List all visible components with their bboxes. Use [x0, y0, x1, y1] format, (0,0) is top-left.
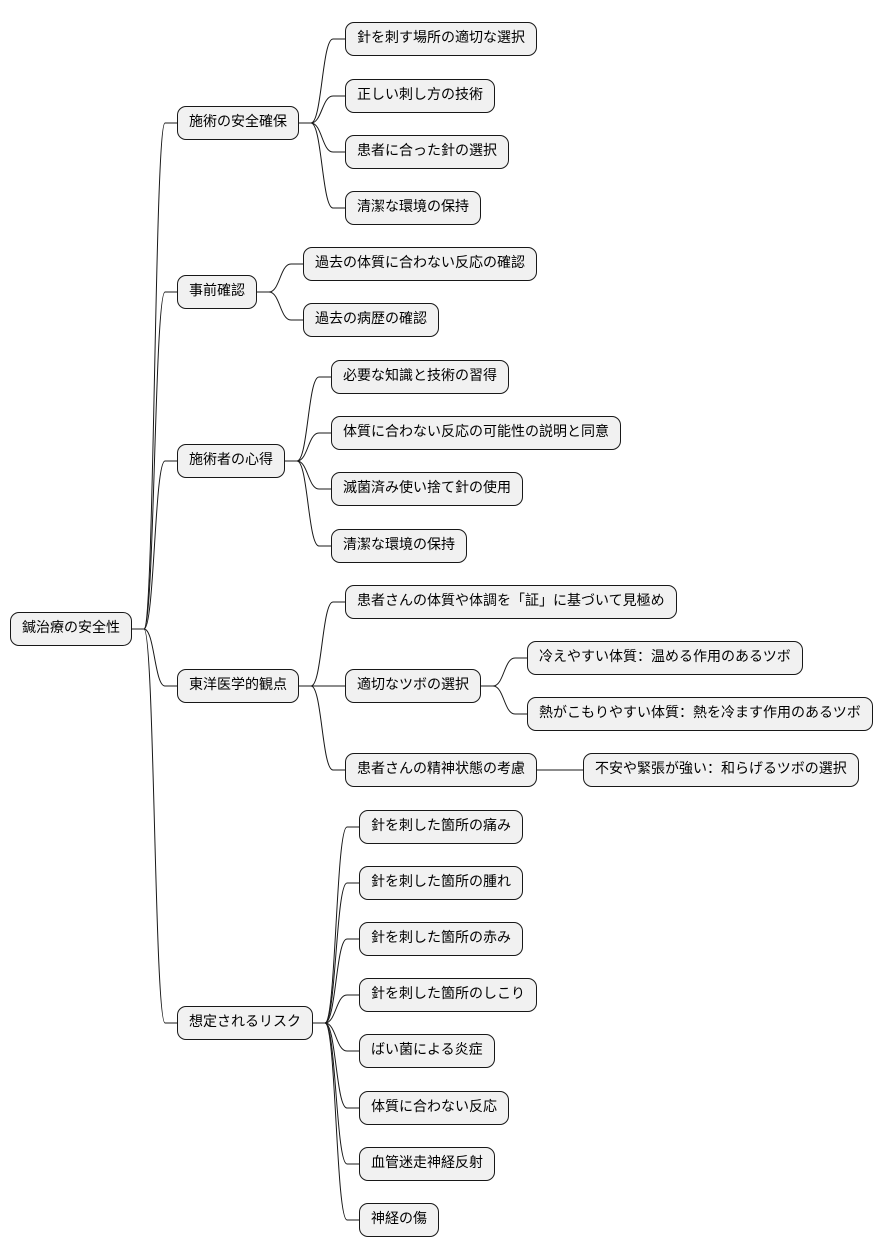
leaf-node: 清潔な環境の保持 — [331, 529, 467, 563]
leaf-node: 患者さんの体質や体調を「証」に基づいて見極め — [345, 585, 677, 619]
edge-line — [299, 122, 345, 209]
edge-line — [299, 122, 345, 153]
leaf-node: ばい菌による炎症 — [359, 1034, 495, 1068]
edge-line — [132, 122, 177, 630]
leaf-node: 過去の体質に合わない反応の確認 — [303, 247, 537, 281]
edge-line — [285, 460, 331, 547]
edge-line — [299, 685, 345, 771]
leaf-node: 正しい刺し方の技術 — [345, 79, 495, 113]
edge-line — [132, 628, 177, 1024]
leaf-node: 必要な知識と技術の習得 — [331, 360, 509, 394]
leaf-node: 血管迷走神経反射 — [359, 1147, 495, 1181]
leaf-node: 針を刺す場所の適切な選択 — [345, 22, 537, 56]
edge-line — [299, 601, 345, 687]
edge-line — [132, 628, 177, 687]
edge-line — [257, 291, 303, 321]
subbranch-node-acupoint: 適切なツボの選択 — [345, 669, 481, 703]
subbranch-node-mental-state: 患者さんの精神状態の考慮 — [345, 753, 537, 787]
leaf-node: 熱がこもりやすい体質：熱を冷ます作用のあるツボ — [527, 697, 873, 731]
leaf-node: 神経の傷 — [359, 1203, 439, 1237]
edge-line — [313, 938, 359, 1024]
leaf-node: 針を刺した箇所の腫れ — [359, 866, 523, 900]
branch-node-safety: 施術の安全確保 — [177, 106, 299, 140]
edge-line — [285, 460, 331, 490]
leaf-node: 体質に合わない反応 — [359, 1091, 509, 1125]
branch-node-risks: 想定されるリスク — [177, 1006, 313, 1040]
edge-line — [313, 882, 359, 1024]
edge-line — [481, 657, 527, 687]
leaf-node: 不安や緊張が強い：和らげるツボの選択 — [583, 753, 859, 787]
leaf-node: 体質に合わない反応の可能性の説明と同意 — [331, 416, 621, 450]
edge-line — [313, 826, 359, 1024]
branch-node-eastern-medicine: 東洋医学的観点 — [177, 669, 299, 703]
edge-line — [132, 291, 177, 630]
leaf-node: 針を刺した箇所のしこり — [359, 978, 537, 1012]
leaf-node: 清潔な環境の保持 — [345, 191, 481, 225]
edge-line — [481, 685, 527, 715]
mindmap-root-node: 鍼治療の安全性 — [10, 612, 132, 646]
edge-line — [313, 1022, 359, 1165]
edge-line — [257, 263, 303, 293]
edge-line — [285, 376, 331, 462]
edge-line — [299, 38, 345, 124]
edge-line — [313, 994, 359, 1024]
leaf-node: 針を刺した箇所の痛み — [359, 810, 523, 844]
edge-line — [132, 460, 177, 630]
leaf-node: 冷えやすい体質：温める作用のあるツボ — [527, 641, 803, 675]
edge-line — [299, 95, 345, 124]
edge-line — [285, 432, 331, 462]
leaf-node: 針を刺した箇所の赤み — [359, 922, 523, 956]
leaf-node: 患者に合った針の選択 — [345, 135, 509, 169]
leaf-node: 滅菌済み使い捨て針の使用 — [331, 472, 523, 506]
branch-node-precheck: 事前確認 — [177, 275, 257, 309]
leaf-node: 過去の病歴の確認 — [303, 303, 439, 337]
edge-line — [313, 1022, 359, 1221]
edge-line — [313, 1022, 359, 1052]
branch-node-practitioner: 施術者の心得 — [177, 444, 285, 478]
